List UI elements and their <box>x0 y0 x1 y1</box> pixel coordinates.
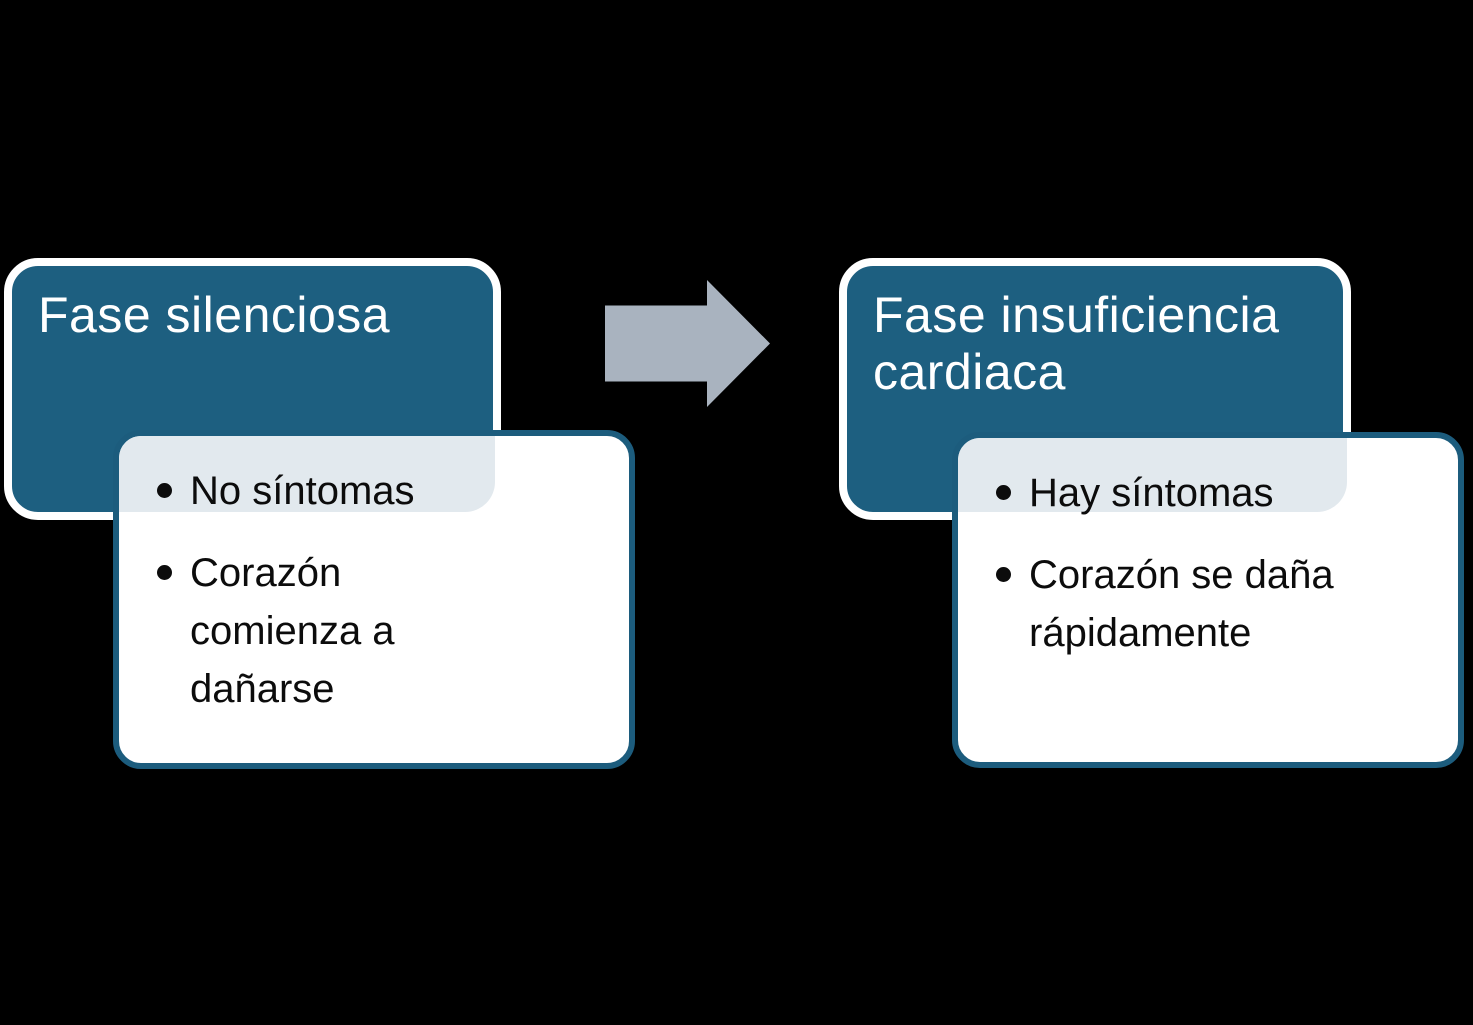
phase1-overlap-tint <box>119 436 495 512</box>
phase1-body-box: No síntomas Corazón comienza a dañarse <box>113 430 635 769</box>
bullet-dot-icon <box>157 483 172 498</box>
phase1-bullet-list: No síntomas Corazón comienza a dañarse <box>119 436 629 738</box>
right-arrow-icon <box>605 280 770 407</box>
phase2-overlap-tint <box>958 438 1347 512</box>
phase1-bullet-1: No síntomas <box>157 462 609 520</box>
phase2-bullet-2: Corazón se daña rápidamente <box>996 546 1438 662</box>
phase2-bullet-list: Hay síntomas Corazón se daña rápidamente <box>958 438 1458 682</box>
bullet-dot-icon <box>157 565 172 580</box>
phase1-title: Fase silenciosa <box>38 287 391 343</box>
phase2-bullet-1: Hay síntomas <box>996 464 1438 522</box>
phase1-bullet-2-text: Corazón comienza a dañarse <box>190 551 395 711</box>
bullet-dot-icon <box>996 485 1011 500</box>
right-arrow-shape <box>605 280 770 407</box>
phase2-bullet-1-text: Hay síntomas <box>1029 471 1274 515</box>
phase2-title: Fase insuficiencia cardiaca <box>873 287 1280 400</box>
phase1-bullet-2: Corazón comienza a dañarse <box>157 544 609 718</box>
phase1-bullet-1-text: No síntomas <box>190 469 415 513</box>
phase2-body-box: Hay síntomas Corazón se daña rápidamente <box>952 432 1464 768</box>
phase2-bullet-2-text: Corazón se daña rápidamente <box>1029 553 1334 655</box>
bullet-dot-icon <box>996 567 1011 582</box>
